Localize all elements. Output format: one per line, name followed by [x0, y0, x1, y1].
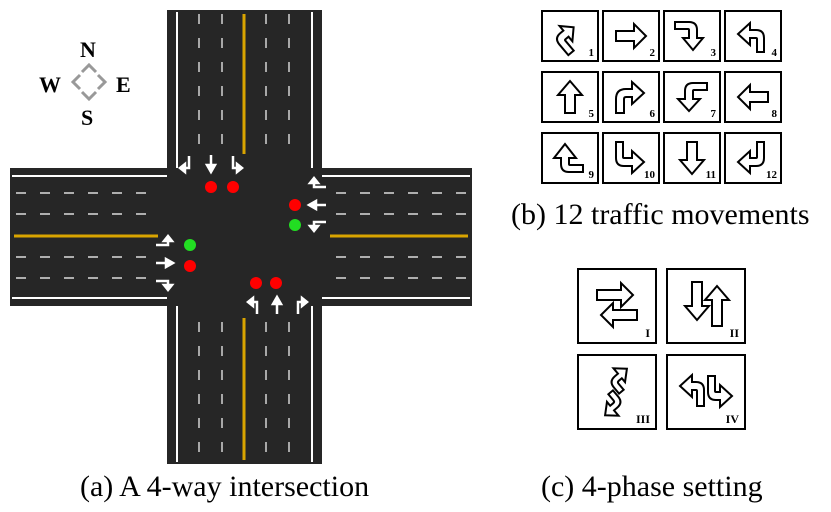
movement-number: 1	[588, 47, 595, 59]
signal-west-bottom	[184, 260, 196, 272]
movement-tile-12: 12	[724, 132, 782, 184]
movement-number: 5	[588, 108, 595, 120]
phase-number: I	[645, 326, 650, 340]
compass-west: W	[39, 72, 61, 97]
compass-east: E	[116, 72, 131, 97]
movement-tile-9: 9	[541, 132, 599, 184]
movement-number: 3	[710, 47, 717, 59]
phase-tile-4: IV	[666, 354, 746, 430]
phase-number: II	[729, 326, 739, 340]
signal-west-top	[184, 239, 196, 251]
movement-number: 10	[644, 169, 655, 181]
phases-grid: I II III IV	[577, 268, 747, 434]
movement-number: 8	[771, 108, 778, 120]
movement-number: 2	[649, 47, 656, 59]
north-south-left-turn-arrows-icon	[603, 367, 629, 417]
compass-south: S	[81, 105, 94, 130]
east-west-left-turn-arrows-icon	[678, 372, 734, 410]
movement-number: 7	[710, 108, 717, 120]
phase-tile-1: I	[577, 268, 657, 344]
traffic-signals	[184, 181, 301, 289]
compass-north: N	[80, 37, 96, 62]
center-lines	[14, 14, 468, 460]
signal-east-top	[289, 199, 301, 211]
north-to-west-arrow-icon	[551, 142, 584, 173]
north-to-right-turn-arrow-icon	[556, 24, 576, 57]
caption-movements: (b) 12 traffic movements	[511, 198, 810, 231]
north-to-west-turn-arrow-icon	[736, 20, 765, 53]
movement-tile-6: 6	[602, 71, 660, 123]
north-arrow-icon	[555, 79, 585, 114]
movement-number: 11	[705, 169, 716, 181]
east-approach-arrows	[306, 175, 326, 234]
north-approach-arrows	[177, 155, 245, 175]
signal-south-right	[270, 277, 282, 289]
west-to-south-turn-arrow-icon	[675, 82, 708, 113]
movement-tile-10: 10	[602, 132, 660, 184]
caption-intersection: (a) A 4-way intersection	[80, 470, 370, 503]
movement-number: 9	[588, 169, 595, 181]
west-arrow-icon	[736, 82, 769, 112]
movement-number: 12	[766, 169, 777, 181]
south-approach-arrows	[245, 294, 310, 314]
movement-tile-3: 3	[663, 10, 721, 62]
road-edge-lines	[12, 12, 470, 462]
movement-tile-4: 4	[724, 10, 782, 62]
signal-south-left	[250, 277, 262, 289]
movement-number: 4	[771, 47, 778, 59]
signal-north-left	[205, 181, 217, 193]
phase-tile-3: III	[577, 354, 657, 430]
phase-tile-2: II	[666, 268, 746, 344]
south-arrow-icon	[677, 141, 707, 176]
signal-east-bottom	[289, 219, 301, 231]
movement-tile-11: 11	[663, 132, 721, 184]
movement-tile-2: 2	[602, 10, 660, 62]
signal-north-right	[227, 181, 239, 193]
phase-number: IV	[725, 412, 739, 426]
right-turn-arrow-icon	[615, 79, 646, 114]
movements-grid: 1 2 3 4 5 6 7 8 9 10 11 12	[541, 10, 821, 190]
movement-tile-7: 7	[663, 71, 721, 123]
caption-phases: (c) 4-phase setting	[541, 470, 763, 503]
phase-number: III	[635, 412, 650, 426]
movement-tile-1: 1	[541, 10, 599, 62]
east-arrow-icon	[615, 21, 648, 51]
intersection-diagram	[10, 10, 472, 464]
movement-number: 6	[649, 108, 656, 120]
east-west-through-arrows-icon	[596, 280, 638, 330]
west-turn-arrow-icon	[736, 141, 765, 176]
west-approach-arrows	[156, 233, 176, 293]
movement-tile-8: 8	[724, 71, 782, 123]
south-to-east-arrow-icon	[615, 141, 646, 176]
east-to-south-turn-arrow-icon	[674, 21, 706, 52]
compass-icon	[70, 62, 108, 102]
north-south-through-arrows-icon	[682, 281, 732, 327]
movement-tile-5: 5	[541, 71, 599, 123]
